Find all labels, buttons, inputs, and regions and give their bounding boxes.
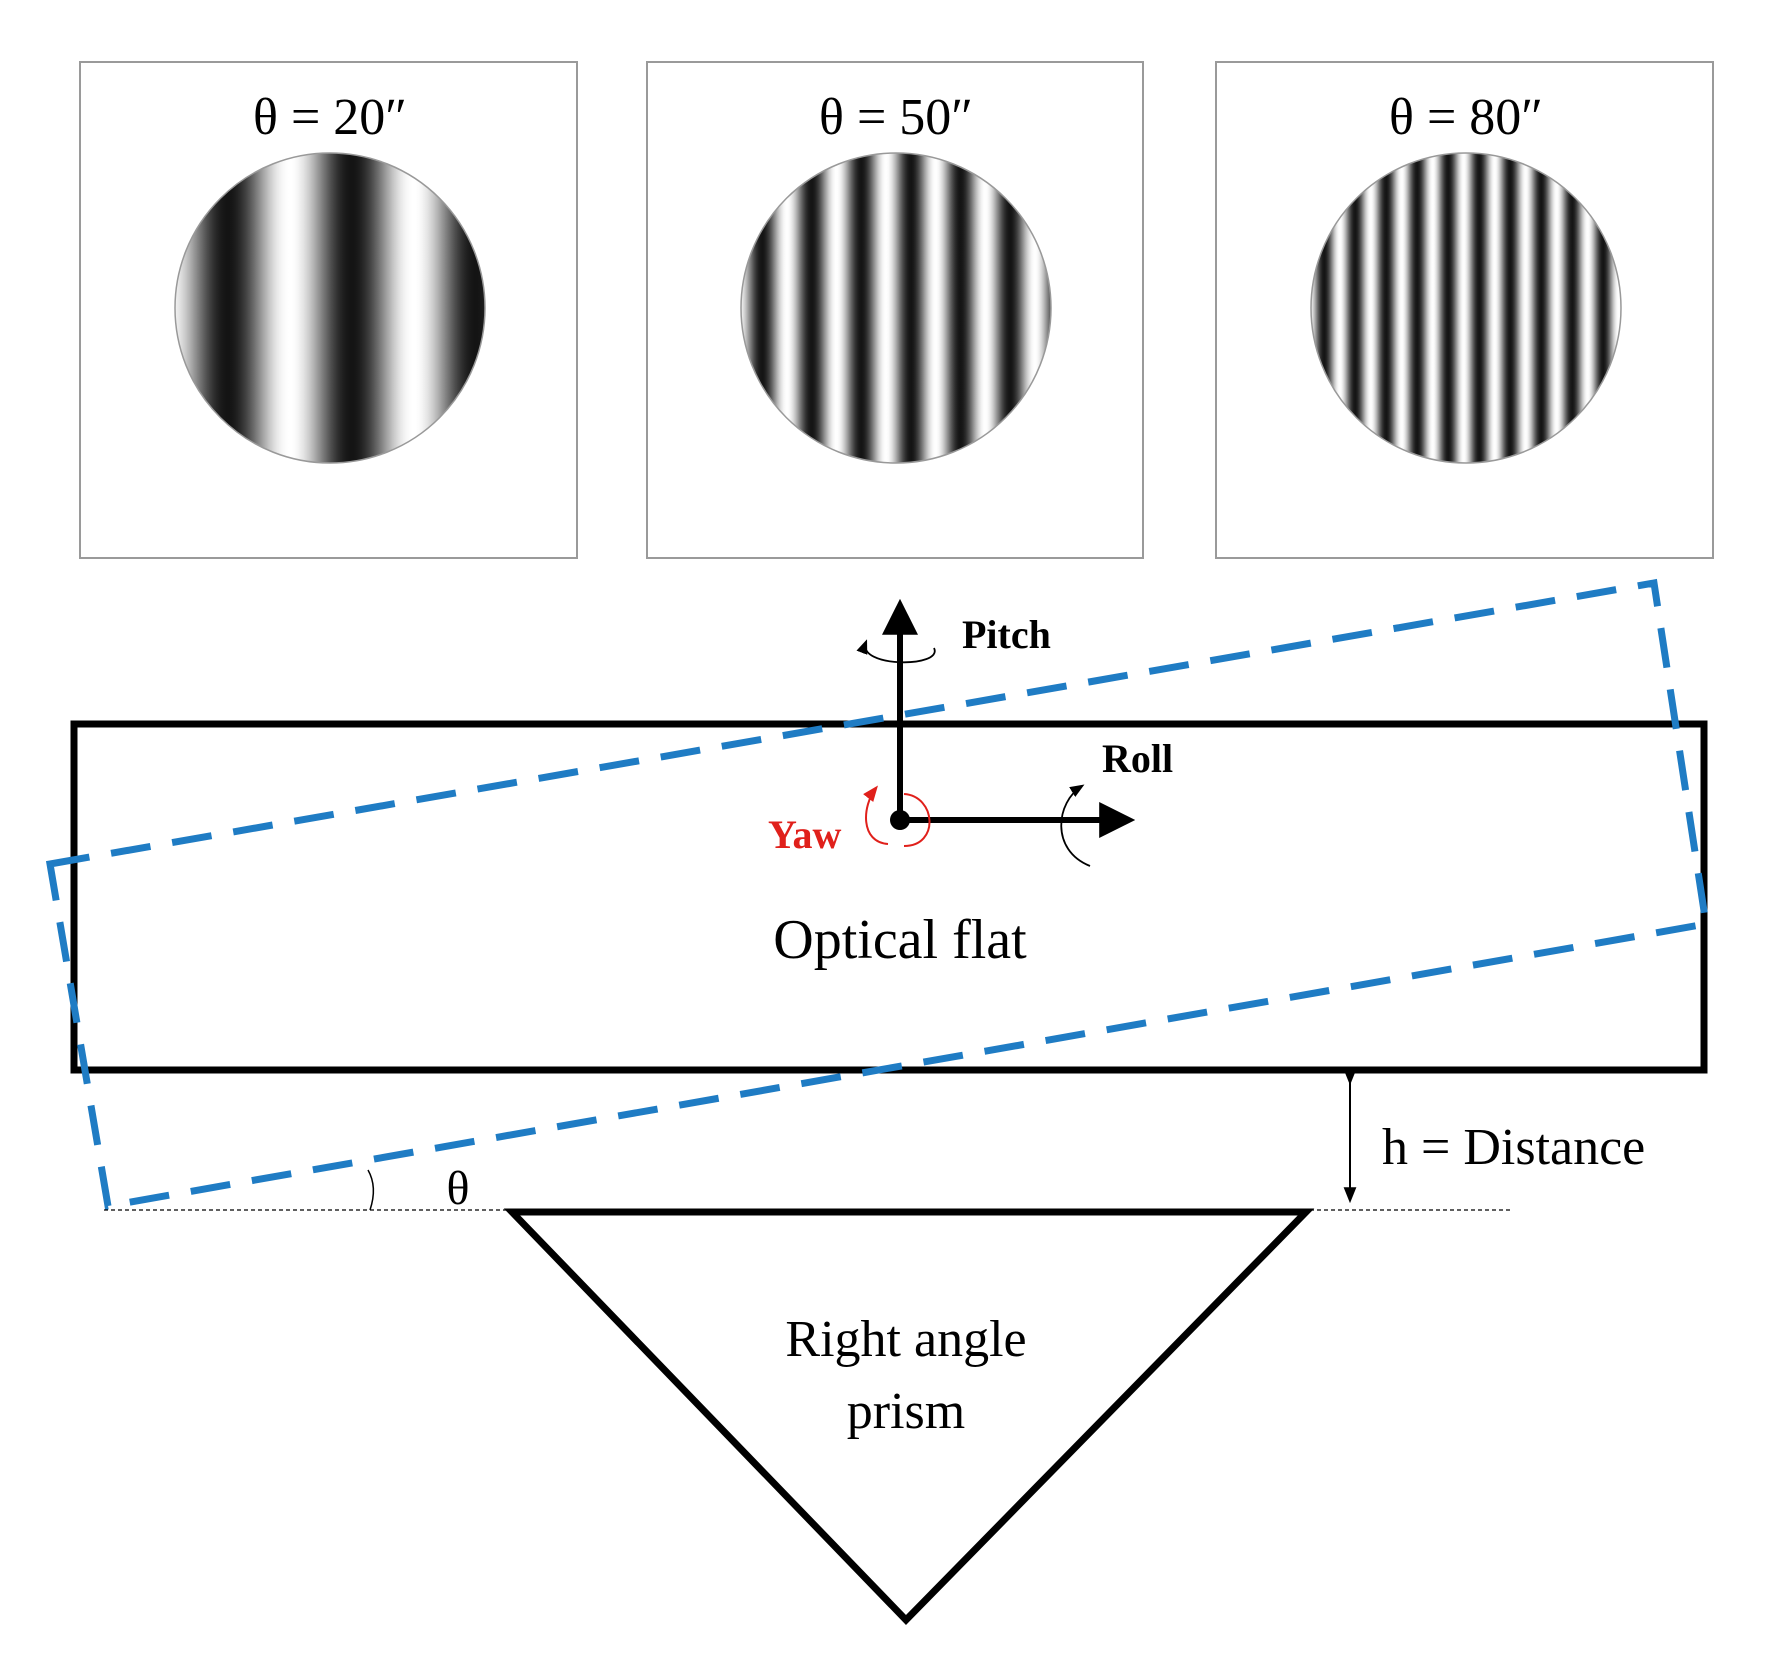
fringe-panel-50: θ = 50″ — [646, 61, 1144, 559]
origin-point — [890, 810, 910, 830]
axis-system: Pitch Roll Yaw — [768, 598, 1173, 867]
yaw-label: Yaw — [768, 812, 841, 857]
interference-fringe-disk — [1311, 153, 1621, 463]
panel-label: θ = 20″ — [253, 89, 407, 146]
interference-fringe-disk — [175, 153, 485, 463]
theta-angle-arc — [367, 1169, 375, 1211]
pitch-rotation-icon — [856, 639, 936, 664]
prism-label-line2: prism — [847, 1383, 965, 1440]
optical-flat-label: Optical flat — [773, 909, 1027, 971]
fringe-panel-80: θ = 80″ — [1215, 61, 1714, 559]
tilted-optical-flat — [45, 578, 1710, 1211]
interference-fringe-disk — [741, 153, 1051, 463]
theta-label: θ — [447, 1162, 470, 1215]
roll-label: Roll — [1102, 736, 1173, 781]
right-angle-prism — [503, 1208, 1315, 1626]
optical-flat — [70, 720, 1708, 1074]
pitch-label: Pitch — [962, 612, 1051, 657]
roll-rotation-icon — [1060, 784, 1091, 867]
prism-label-line1: Right angle — [785, 1311, 1026, 1368]
yaw-rotation-icon — [866, 788, 931, 847]
distance-label: h = Distance — [1382, 1119, 1645, 1176]
fringe-panel-20: θ = 20″ — [79, 61, 578, 559]
panel-label: θ = 50″ — [819, 89, 973, 146]
panel-label: θ = 80″ — [1389, 89, 1543, 146]
